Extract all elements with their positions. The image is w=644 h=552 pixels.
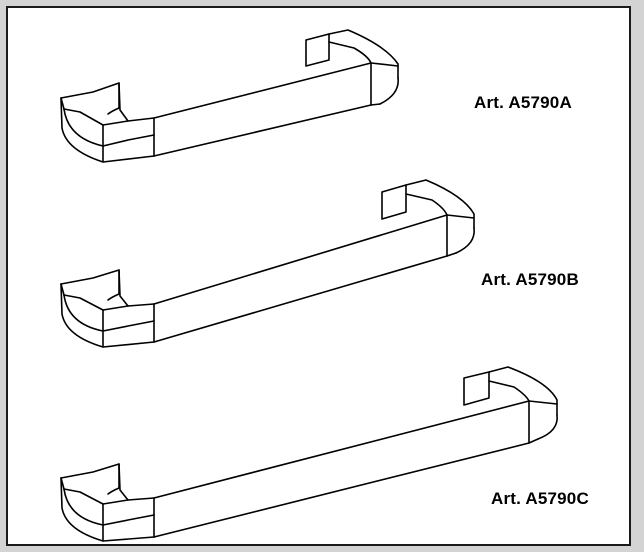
article-label-a5790a: Art. A5790A <box>474 93 572 112</box>
towel-bar-medium-icon <box>60 179 475 348</box>
product-sheet: Art. A5790A Art. A5790B Art. A5790C <box>6 6 631 546</box>
article-label-a5790c: Art. A5790C <box>491 489 589 508</box>
towel-bar-long-icon <box>60 366 558 542</box>
article-label-a5790b: Art. A5790B <box>481 270 579 289</box>
towel-bar-drawings <box>60 29 558 542</box>
towel-bar-short-icon <box>60 29 399 163</box>
